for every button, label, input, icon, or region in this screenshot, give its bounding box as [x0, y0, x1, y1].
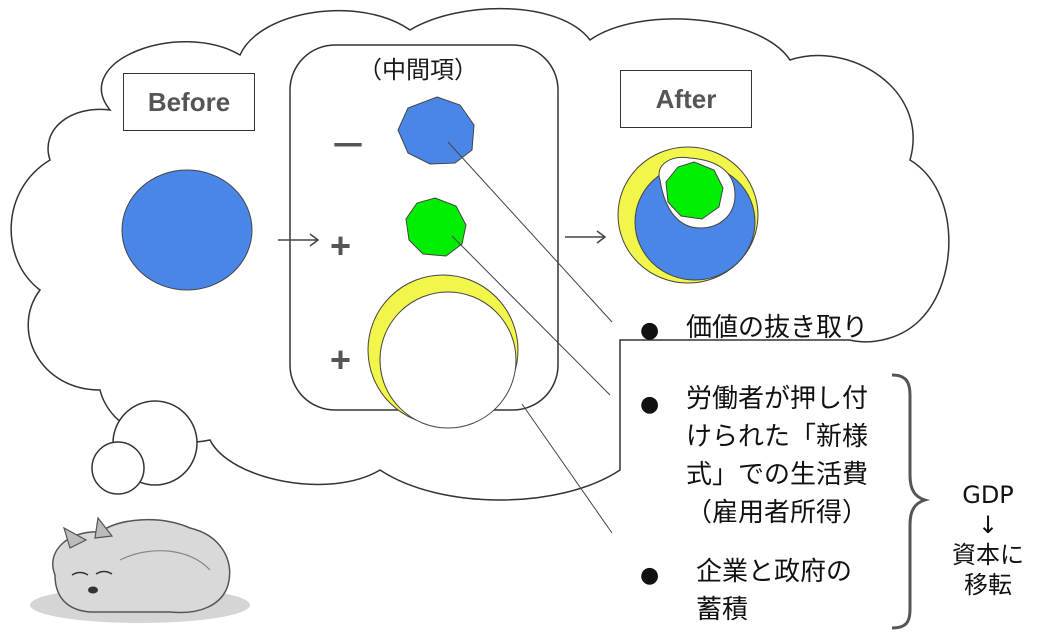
arrow-middle-to-after [565, 230, 607, 244]
bullet-accumulation-line-2: 蓄積 [696, 595, 749, 625]
bullet-living-costs: 労働者が押し付 けられた「新様 式」での生活費 （雇用者所得） [686, 380, 868, 532]
before-label-box: Before [123, 73, 255, 131]
bullet-living-costs-line-4: （雇用者所得） [686, 498, 869, 528]
accumulation-crescent [367, 274, 519, 429]
plus-sign-2: + [330, 339, 352, 380]
bullet-living-costs-line-3: 式」での生活費 [686, 460, 869, 490]
bullet-living-costs-line-2: けられた「新様 [686, 422, 869, 452]
transfer-line-2: 移転 [964, 571, 1012, 599]
bullet-living-costs-line-1: 労働者が押し付 [686, 384, 869, 414]
thought-cloud [10, 7, 950, 501]
grouping-brace [891, 373, 931, 630]
living-cost-shape [405, 197, 467, 257]
sleeping-animal-illustration [30, 516, 250, 623]
gdp-transfer-note: GDP ↓ 資本に 移転 [938, 480, 1038, 600]
middle-term-label: （中間項） [358, 56, 478, 84]
bullet-accumulation-line-1: 企業と政府の [696, 557, 853, 587]
after-label: After [655, 83, 717, 114]
arrow-before-to-middle [278, 233, 320, 247]
after-composite [617, 146, 759, 284]
bullet-dot-2: ● [640, 392, 660, 417]
extracted-value-shape [397, 96, 475, 165]
before-label: Before [147, 86, 231, 117]
before-value-circle [121, 169, 253, 291]
thought-bubble-small [91, 441, 145, 495]
minus-sign: － [330, 125, 367, 166]
plus-sign-1: + [330, 225, 352, 266]
bullet-dot-3: ● [640, 563, 660, 588]
gdp-label: GDP [962, 481, 1014, 509]
bullet-accumulation: 企業と政府の 蓄積 [696, 553, 852, 629]
bullet-dot-1: ● [640, 318, 660, 343]
transfer-line-1: 資本に [952, 541, 1024, 569]
connector-lines [447, 141, 613, 534]
bullet-value-extraction: 価値の抜き取り [686, 313, 869, 343]
down-arrow-icon: ↓ [977, 511, 999, 539]
after-label-box: After [620, 70, 752, 128]
